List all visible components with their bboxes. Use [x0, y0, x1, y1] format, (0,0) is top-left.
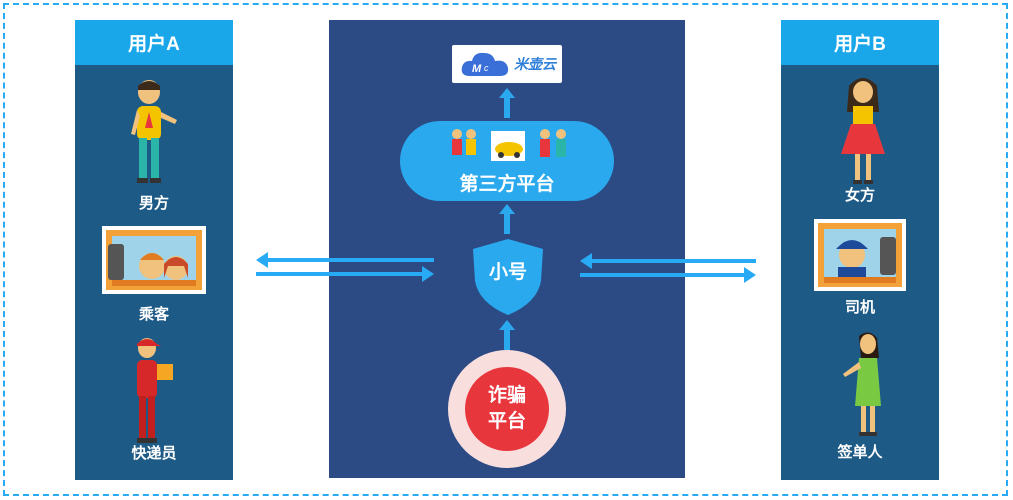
- logo-text: 米壶云: [514, 56, 556, 72]
- third-party-label: 第三方平台: [459, 174, 555, 195]
- user-b-panel: 用户B 女方 司机 签单人: [781, 20, 939, 480]
- shield-badge: 小号: [471, 237, 545, 317]
- role-passenger: 乘客: [138, 306, 169, 323]
- courier-figure-icon: [137, 338, 173, 443]
- passenger-image: [102, 226, 206, 294]
- role-courier: 快递员: [131, 445, 177, 462]
- user-a-panel: 用户A 男方 乘客 快递员: [75, 20, 233, 480]
- man-figure-icon: [131, 80, 177, 183]
- woman-figure-icon: [841, 78, 885, 184]
- right-bidirectional-arrows-icon: [580, 253, 756, 283]
- signer-figure-icon: [843, 332, 881, 436]
- scam-line1: 诈骗: [487, 385, 526, 406]
- scam-platform: 诈骗 平台: [448, 350, 566, 468]
- scam-circle: 诈骗 平台: [465, 367, 549, 451]
- up-arrow-to-shield-icon: [499, 320, 515, 350]
- left-bidirectional-arrows-icon: [256, 252, 434, 282]
- cloud-icon: M c: [461, 52, 509, 76]
- role-male: 男方: [138, 195, 169, 212]
- scam-line2: 平台: [487, 411, 526, 432]
- user-b-title: 用户B: [781, 20, 939, 65]
- center-panel: M c 米壶云 第三方平台 小号 诈骗 平台: [329, 20, 685, 478]
- svg-text:M: M: [472, 63, 482, 75]
- role-female: 女方: [844, 187, 875, 204]
- cloud-logo: M c 米壶云: [452, 45, 562, 83]
- shield-icon: [473, 239, 543, 315]
- dashed-frame: [3, 3, 1008, 496]
- platform-illustration-icon: [452, 129, 566, 161]
- up-arrow-to-platform-icon: [499, 204, 515, 234]
- third-party-platform: 第三方平台: [400, 121, 614, 201]
- up-arrow-to-logo-icon: [499, 88, 515, 118]
- svg-text:c: c: [484, 63, 489, 73]
- driver-image: [814, 219, 906, 291]
- user-a-title: 用户A: [75, 20, 233, 65]
- shield-label: 小号: [488, 262, 527, 283]
- role-driver: 司机: [844, 299, 875, 316]
- role-signer: 签单人: [837, 444, 883, 461]
